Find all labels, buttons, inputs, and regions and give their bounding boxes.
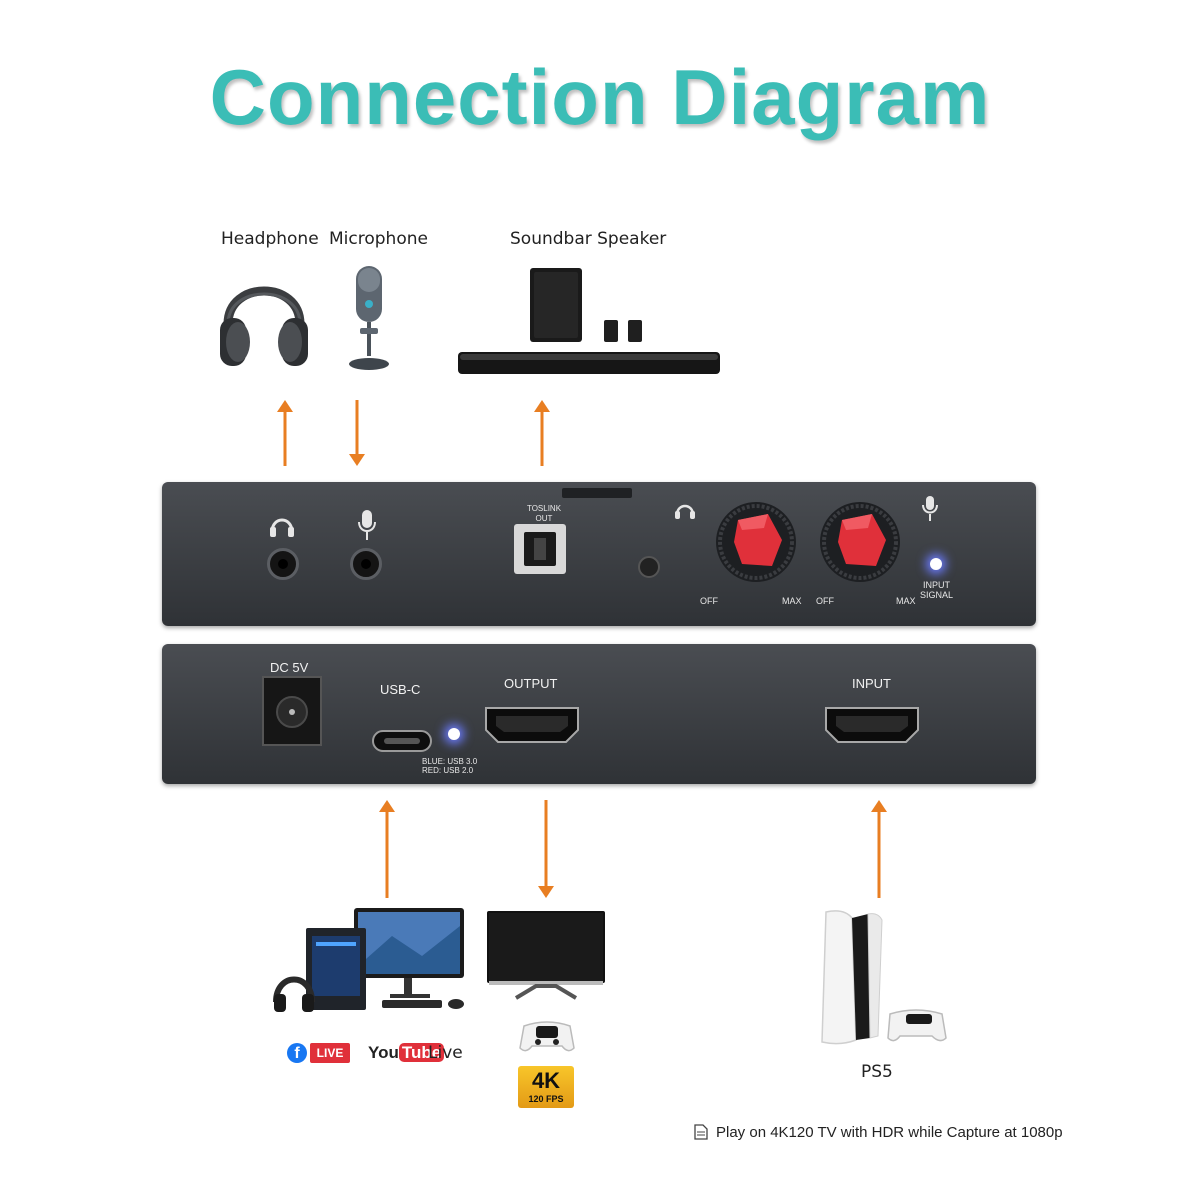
headphone-jack[interactable]: [267, 548, 299, 580]
dc-label: DC 5V: [270, 660, 309, 675]
youtube-tube-text: Tube: [398, 1043, 445, 1062]
usb-note-label: BLUE: USB 3.0 RED: USB 2.0: [422, 757, 478, 775]
microphone-jack[interactable]: [350, 548, 382, 580]
facebook-live-badge: LIVE: [310, 1043, 350, 1063]
usb-led: [448, 728, 460, 740]
knob1-max-label: MAX: [782, 596, 802, 606]
ps5-console-icon: [821, 910, 947, 1045]
headphone-symbol-icon: [270, 518, 294, 537]
front-panel: TOSLINK OUT OFF MAX OFF MAX INPUT SIGNAL: [162, 482, 1036, 626]
knob1-off-label: OFF: [700, 596, 718, 606]
output-label: OUTPUT: [504, 676, 558, 691]
badge-4k-text: 4K: [531, 1068, 561, 1093]
knob2-max-label: MAX: [896, 596, 916, 606]
usbc-port[interactable]: [372, 730, 432, 752]
usbc-label: USB-C: [380, 682, 421, 697]
microphone-icon: [349, 266, 389, 370]
controller-icon: [519, 1021, 575, 1052]
headphone-icon: [220, 286, 308, 366]
pc-setup-icon: [273, 908, 464, 1012]
arrow-up-headphone-icon: [277, 400, 293, 466]
document-icon: [694, 1124, 708, 1140]
dc-power-port[interactable]: [262, 676, 322, 746]
youtube-live-text: Live: [428, 1043, 463, 1063]
arrow-down-microphone-icon: [349, 400, 365, 466]
rear-panel: DC 5V USB-C BLUE: USB 3.0 RED: USB 2.0 O…: [162, 644, 1036, 784]
4k-120fps-badge: 4K 120 FPS: [518, 1066, 574, 1108]
microphone-symbol-icon: [358, 510, 376, 540]
facebook-icon: f: [287, 1043, 307, 1063]
knob2-off-label: OFF: [816, 596, 834, 606]
footnote-text: Play on 4K120 TV with HDR while Capture …: [716, 1124, 1063, 1141]
headphone-volume-knob[interactable]: [714, 500, 798, 584]
microphone-volume-knob[interactable]: [818, 500, 902, 584]
ps5-label: PS5: [861, 1062, 893, 1082]
hdmi-input-port[interactable]: [824, 706, 920, 744]
arrow-down-tv-icon: [538, 800, 554, 898]
toslink-label: TOSLINK OUT: [526, 504, 562, 523]
microphone-label: Microphone: [329, 229, 428, 249]
toslink-port[interactable]: [514, 524, 566, 574]
tv-icon: [487, 911, 605, 1000]
youtube-you-text: You: [368, 1043, 399, 1062]
headphone-label: Headphone: [221, 229, 319, 249]
input-signal-led: [930, 558, 942, 570]
arrow-up-pc-icon: [379, 800, 395, 898]
card-slot: [562, 488, 632, 498]
soundbar-label: Soundbar Speaker: [510, 229, 667, 249]
input-label: INPUT: [852, 676, 891, 691]
badge-fps-text: 120 FPS: [528, 1094, 564, 1104]
page-title: Connection Diagram: [209, 53, 991, 141]
reset-button[interactable]: [638, 556, 660, 578]
arrow-up-ps5-icon: [871, 800, 887, 898]
hdmi-output-port[interactable]: [484, 706, 580, 744]
knob-microphone-symbol-icon: [922, 496, 938, 521]
input-signal-label: INPUT SIGNAL: [920, 580, 954, 600]
arrow-up-soundbar-icon: [534, 400, 550, 466]
knob-headphone-symbol-icon: [675, 504, 695, 519]
soundbar-speaker-icon: [458, 268, 720, 374]
